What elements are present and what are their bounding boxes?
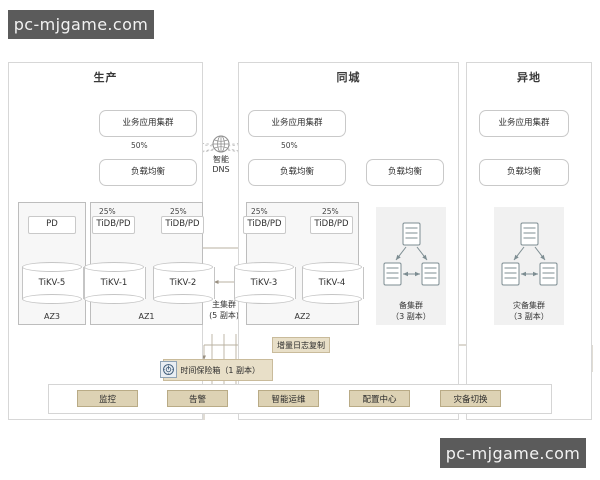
watermark-top: pc-mjgame.com bbox=[8, 10, 154, 39]
backup-cluster-line2: （3 副本） bbox=[391, 312, 431, 321]
az3-tikv-5[interactable]: TiKV-5 bbox=[22, 262, 84, 304]
time-safe-box[interactable]: 时间保险箱（1 副本） bbox=[163, 359, 273, 381]
az1-tikv-1-label: TiKV-1 bbox=[100, 278, 128, 288]
city-load-balancer-main[interactable]: 负载均衡 bbox=[248, 159, 346, 186]
dns-label-line2: DNS bbox=[212, 165, 230, 174]
az2-tikv-3-label: TiKV-3 bbox=[250, 278, 278, 288]
prod-split-percent: 50% bbox=[131, 141, 148, 150]
az1-tikv-2-label: TiKV-2 bbox=[169, 278, 197, 288]
ops-button-config[interactable]: 配置中心 bbox=[349, 390, 410, 407]
backup-cluster-line1: 备集群 bbox=[399, 301, 423, 310]
city-load-balancer-backup[interactable]: 负载均衡 bbox=[366, 159, 444, 186]
az2-tidb-pd-right[interactable]: TiDB/PD bbox=[310, 216, 353, 234]
az1-tidb-pd-right[interactable]: TiDB/PD bbox=[161, 216, 204, 234]
zone-same-city-title: 同城 bbox=[336, 71, 361, 84]
prod-load-balancer[interactable]: 负载均衡 bbox=[99, 159, 197, 186]
az2-label: AZ2 bbox=[294, 312, 311, 321]
prod-app-cluster[interactable]: 业务应用集群 bbox=[99, 110, 197, 137]
dns-label-line1: 智能 bbox=[213, 155, 229, 164]
az2-pct-right: 25% bbox=[322, 207, 339, 216]
remote-app-cluster[interactable]: 业务应用集群 bbox=[479, 110, 569, 137]
main-cluster-line1: 主集群 bbox=[212, 300, 236, 309]
dr-cluster-line2: （3 副本） bbox=[509, 312, 549, 321]
globe-icon bbox=[211, 134, 231, 154]
az1-label: AZ1 bbox=[138, 312, 155, 321]
az2-tikv-4-label: TiKV-4 bbox=[318, 278, 346, 288]
clock-safe-icon bbox=[160, 361, 177, 378]
az2-tikv-3[interactable]: TiKV-3 bbox=[234, 262, 296, 304]
dr-cluster-line1: 灾备集群 bbox=[513, 301, 545, 310]
ops-button-aiops[interactable]: 智能运维 bbox=[258, 390, 319, 407]
az1-tikv-2[interactable]: TiKV-2 bbox=[153, 262, 215, 304]
az2-tikv-4[interactable]: TiKV-4 bbox=[302, 262, 364, 304]
az1-tikv-1[interactable]: TiKV-1 bbox=[84, 262, 146, 304]
backup-cluster-panel: 备集群 （3 副本） bbox=[376, 207, 446, 325]
city-split-percent: 50% bbox=[281, 141, 298, 150]
ops-button-monitor[interactable]: 监控 bbox=[77, 390, 138, 407]
zone-remote-title: 异地 bbox=[517, 71, 541, 84]
remote-load-balancer[interactable]: 负载均衡 bbox=[479, 159, 569, 186]
az3-label: AZ3 bbox=[43, 312, 61, 321]
main-cluster-line2: (5 副本) bbox=[209, 311, 239, 320]
ops-button-alert[interactable]: 告警 bbox=[167, 390, 228, 407]
az1-tidb-pd-left[interactable]: TiDB/PD bbox=[92, 216, 135, 234]
az1-pct-left: 25% bbox=[99, 207, 116, 216]
dr-cluster-topology-icon bbox=[501, 222, 558, 286]
az1-pct-right: 25% bbox=[170, 207, 187, 216]
log-replication-ribbon: 增量日志复制 bbox=[272, 337, 330, 353]
watermark-bottom: pc-mjgame.com bbox=[440, 438, 586, 468]
dr-cluster-panel: 灾备集群 （3 副本） bbox=[494, 207, 564, 325]
az2-tidb-pd-left[interactable]: TiDB/PD bbox=[243, 216, 286, 234]
city-app-cluster[interactable]: 业务应用集群 bbox=[248, 110, 346, 137]
zone-production-title: 生产 bbox=[93, 71, 118, 84]
az2-pct-left: 25% bbox=[251, 207, 268, 216]
az3-tikv-5-label: TiKV-5 bbox=[38, 278, 66, 288]
backup-cluster-topology-icon bbox=[383, 222, 440, 286]
ops-button-failover[interactable]: 灾备切换 bbox=[440, 390, 501, 407]
az3-pd-node[interactable]: PD bbox=[28, 216, 76, 234]
